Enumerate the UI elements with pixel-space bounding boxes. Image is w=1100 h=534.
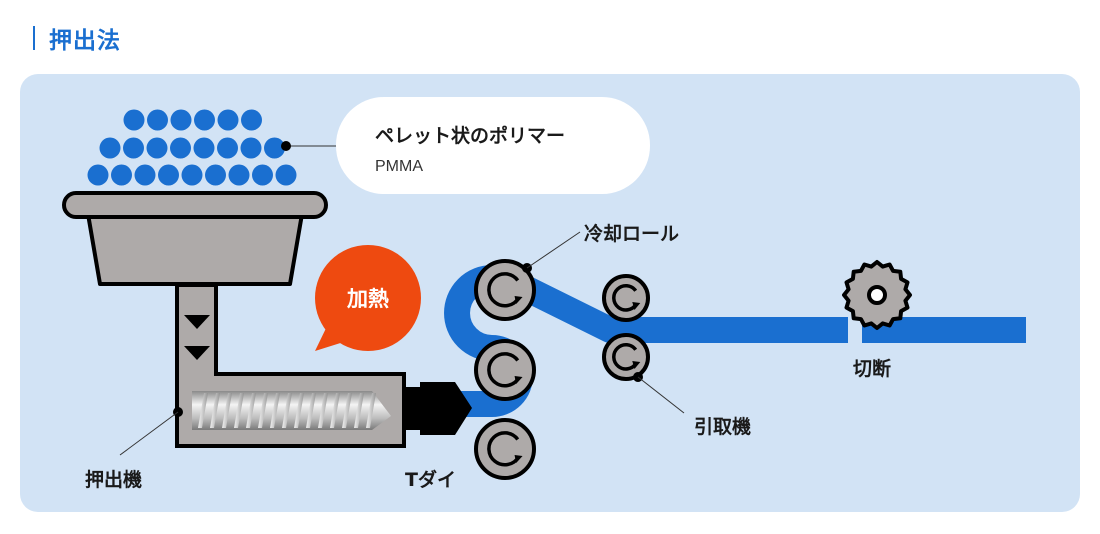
take-off-label: 引取機 <box>694 415 751 438</box>
cutter-blade-icon <box>842 260 912 330</box>
pellet <box>194 109 215 131</box>
cutting-label: 切断 <box>853 357 891 380</box>
take-off-leader <box>637 376 685 414</box>
cooling-roll <box>474 259 536 321</box>
screw-thread <box>222 393 232 428</box>
screw-thread <box>246 393 256 428</box>
pellet <box>205 164 226 186</box>
rotation-arrow-icon <box>487 431 521 467</box>
screw-thread <box>330 393 340 428</box>
pellet <box>217 109 239 131</box>
screw-thread <box>342 393 352 428</box>
screw-thread <box>366 393 376 428</box>
extruder-label: 押出機 <box>85 468 142 491</box>
screw-thread <box>270 393 280 428</box>
pellet <box>146 137 168 159</box>
pellet <box>264 137 285 159</box>
pellet <box>170 137 191 159</box>
extruder <box>119 283 406 456</box>
take-off-roll <box>602 333 650 381</box>
pellet <box>134 164 156 186</box>
screw-thread <box>306 393 316 428</box>
pellet <box>228 164 250 186</box>
pellet-callout: ペレット状のポリマー PMMA <box>336 97 650 194</box>
pellet <box>158 164 179 186</box>
pellet <box>217 137 238 159</box>
screw-thread <box>234 393 244 428</box>
roll-group <box>474 259 650 480</box>
hopper <box>62 191 328 286</box>
rotation-arrow-icon <box>612 343 638 371</box>
pellet <box>193 137 215 159</box>
screw-thread <box>282 393 292 428</box>
section-header: 押出法 <box>33 22 121 54</box>
pellet <box>99 137 121 159</box>
callout-title: ペレット状のポリマー <box>375 124 565 147</box>
pellet <box>275 164 297 186</box>
screw-thread <box>354 393 364 428</box>
cooling-roll-label: 冷却ロール <box>584 222 679 245</box>
t-die-label: Tダイ <box>405 468 456 491</box>
pellet <box>240 137 262 159</box>
pellet <box>147 109 168 131</box>
rotation-arrow-icon <box>487 272 521 308</box>
screw-thread <box>210 393 220 428</box>
pellet <box>123 109 145 131</box>
rotation-arrow-icon <box>612 284 638 312</box>
pellet <box>181 164 203 186</box>
title-accent-bar <box>33 26 35 50</box>
screw <box>192 391 391 430</box>
screw-thread <box>294 393 304 428</box>
cooling-roll <box>474 418 536 480</box>
rotation-arrow-icon <box>487 352 521 388</box>
pellet <box>252 164 273 186</box>
pellet <box>87 164 109 186</box>
screw-thread <box>318 393 328 428</box>
take-off-roll <box>602 274 650 322</box>
heat-bubble: 加熱 <box>315 245 421 351</box>
callout-subtitle: PMMA <box>375 158 423 175</box>
section-title: 押出法 <box>49 28 121 54</box>
pellet <box>111 164 132 186</box>
pellet <box>170 109 192 131</box>
callout-dot <box>281 141 291 151</box>
pellet <box>241 109 262 131</box>
pellet-group <box>87 109 297 186</box>
cooling-roll-leader <box>526 231 581 269</box>
pellet <box>123 137 144 159</box>
t-die <box>404 382 472 435</box>
screw-thread <box>198 393 208 428</box>
feed-arrow-icon <box>184 346 210 360</box>
feed-arrow-icon <box>184 315 210 329</box>
screw-thread <box>258 393 268 428</box>
extruder-leader <box>119 411 179 456</box>
cooling-roll <box>474 339 536 401</box>
heat-label: 加熱 <box>346 287 389 311</box>
